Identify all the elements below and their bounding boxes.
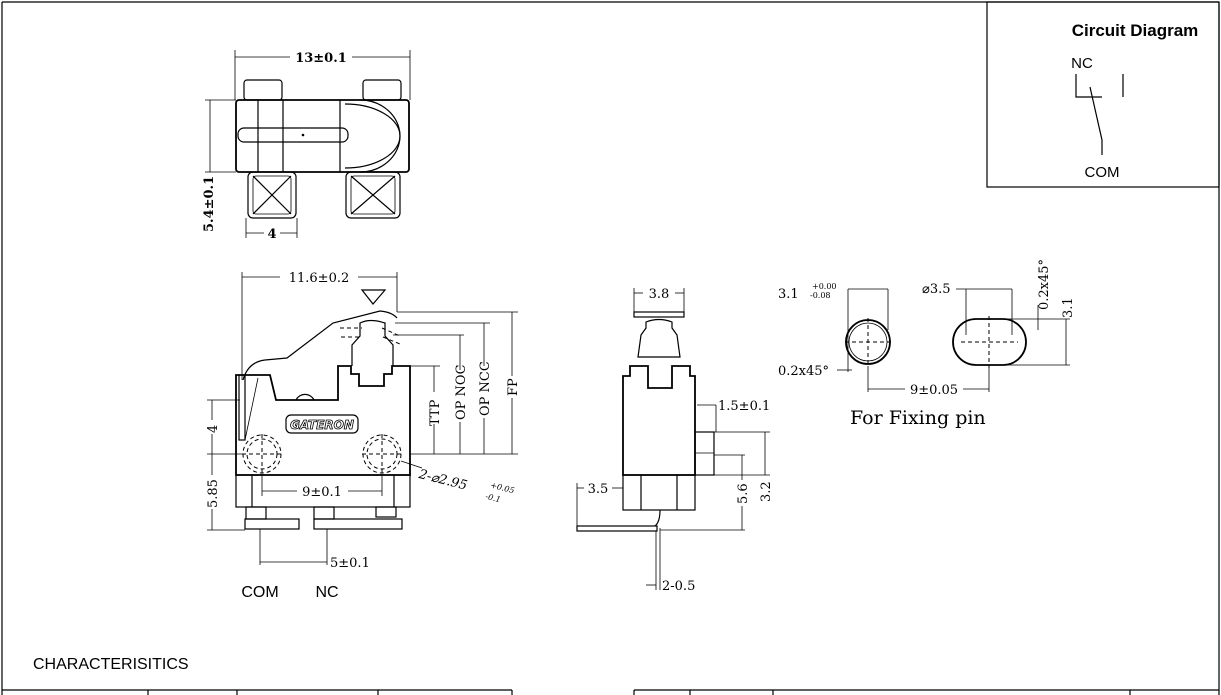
actuation-triangle-icon [360,289,387,305]
fixing-pin-caption: For Fixing pin [850,407,986,429]
front-lead-dim: 2-0.5 [662,579,695,594]
pin-a-tol-minus: -0.08 [810,291,831,300]
front-view: 3.8 1.5±0.1 3.2 5.6 3.5 2-0.5 [576,287,774,594]
fp-label: FP [506,378,521,396]
characteristics-title: CHARACTERISITICS [33,656,189,673]
dim-5-85: 5.85 [206,479,221,508]
circuit-com-label: COM [1085,164,1120,181]
top-pad-left [247,171,297,219]
pin-b-chamfer: 0.2x45° [1037,259,1052,310]
hole-dia-dim: 2-⌀2.95 [416,467,469,494]
pin-a-tol-plus: +0.00 [812,282,837,291]
side-length-dim: 11.6±0.2 [289,271,350,286]
pin-spacing-dim: 5±0.1 [330,556,370,571]
circuit-diagram: Circuit Diagram NC COM [986,1,1220,188]
front-dim-5-6: 5.6 [736,483,751,504]
pin-b-flat: 3.1 [1061,297,1076,318]
circuit-nc-label: NC [1071,55,1093,72]
ttp-label: TTP [428,399,443,426]
pin-b-dia: ⌀3.5 [922,282,951,297]
pin-a-chamfer: 0.2x45° [778,364,829,379]
top-pad-dim: 4 [267,227,276,242]
side-view: 11.6±0.2 GATERON [205,271,521,601]
top-view: 13±0.1 5.4±0.1 4 [202,50,411,242]
mount-hole-left [242,434,282,474]
top-pad-right [345,171,401,219]
op-ncc-label: OP NCC [478,361,493,416]
hole-spacing-dim: 9±0.1 [302,485,342,500]
fixing-pin-a: 3.1 +0.00 -0.08 0.2x45° [778,282,892,379]
pin-com-label: COM [241,584,278,601]
front-width-dim: 3.8 [649,287,670,302]
front-dim-3-2: 3.2 [759,481,774,502]
dim-4: 4 [206,425,221,433]
pin-nc-label: NC [315,584,338,601]
front-dim-1-5: 1.5±0.1 [718,399,770,414]
front-dim-3-5: 3.5 [588,482,609,497]
characteristics-table-right [633,689,1219,695]
pin-spacing: 9±0.05 [910,383,958,398]
characteristics-table-left [2,689,513,695]
top-height-dim: 5.4±0.1 [202,176,217,232]
gateron-logo: GATERON [290,418,354,432]
top-width-dim: 13±0.1 [295,51,347,66]
hole-tol-minus: -0.1 [485,492,502,504]
op-noc-label: OP NOC [454,364,469,420]
pin-a-dia: 3.1 [778,287,799,302]
mount-hole-right [362,434,402,474]
fixing-pin-b: ⌀3.5 0.2x45° 3.1 [922,259,1076,368]
circuit-title: Circuit Diagram [1072,21,1199,40]
